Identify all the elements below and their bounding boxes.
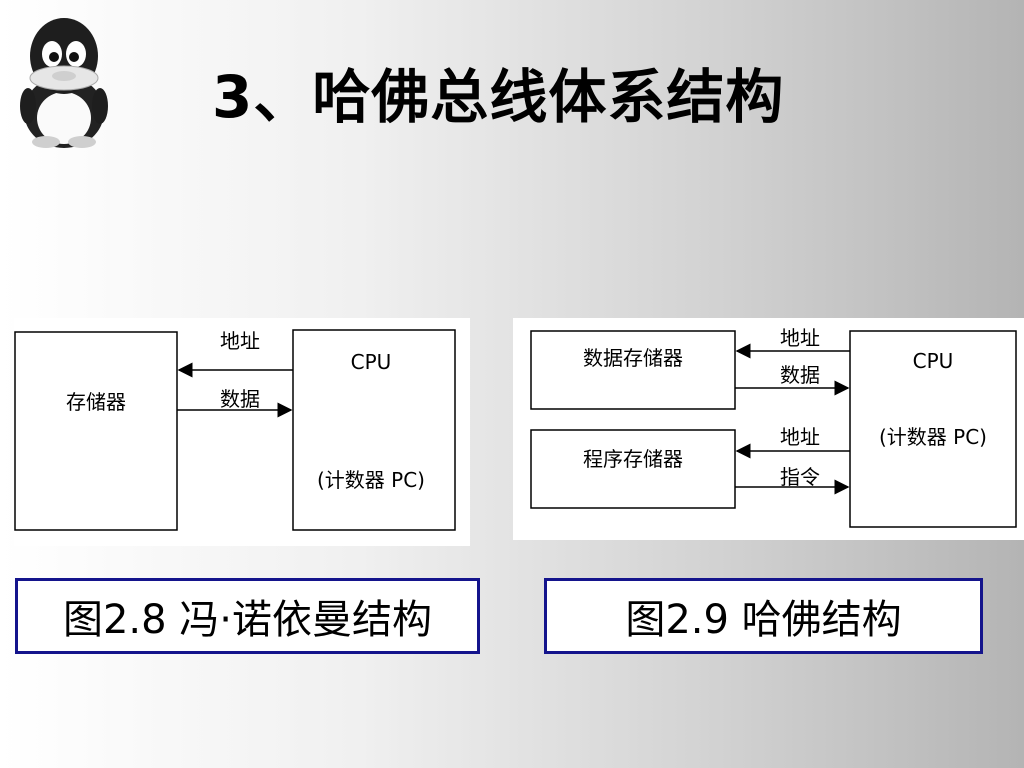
von-neumann-diagram: 存储器 CPU (计数器 PC) 地址 数据 [14,318,470,546]
caption-harvard: 图2.9 哈佛结构 [544,578,983,654]
address-label-top: 地址 [780,326,820,350]
caption-von-neumann: 图2.8 冯·诺依曼结构 [15,578,480,654]
instruction-label: 指令 [780,465,820,489]
data-memory-label: 数据存储器 [583,346,683,370]
pc-label: (计数器 PC) [879,425,987,449]
memory-label: 存储器 [66,390,126,414]
cpu-box [849,330,1017,528]
data-memory-box [530,330,736,410]
address-label-bottom: 地址 [780,425,820,449]
program-memory-label: 程序存储器 [583,447,683,471]
data-label: 数据 [220,387,260,411]
harvard-diagram: 数据存储器 程序存储器 CPU (计数器 PC) 地址 数据 地址 指令 [513,318,1024,540]
cpu-box [292,329,456,531]
cpu-label: CPU [351,350,392,374]
data-label: 数据 [780,363,820,387]
penguin-icon [20,18,108,148]
address-label: 地址 [220,329,260,353]
pc-label: (计数器 PC) [317,468,425,492]
memory-box [14,331,178,531]
slide-title: 3、哈佛总线体系结构 [212,63,785,131]
cpu-label: CPU [913,349,954,373]
program-memory-box [530,429,736,509]
